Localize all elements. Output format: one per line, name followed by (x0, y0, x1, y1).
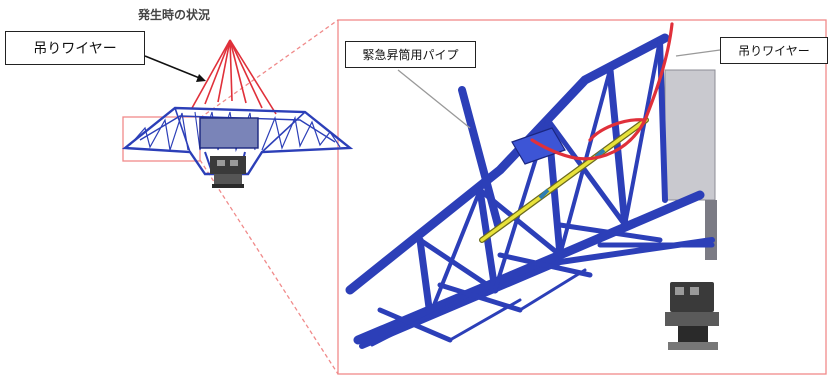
detail-equipment (665, 282, 719, 350)
detail-frame (337, 19, 827, 375)
overview-equipment (210, 156, 246, 188)
wire-left-label: 吊りワイヤー (5, 31, 145, 65)
detail-truss (345, 33, 715, 349)
wire-right-label: 吊りワイヤー (720, 37, 828, 64)
figure-title: 発生時の状況 (138, 8, 211, 22)
detail-plate (511, 127, 566, 165)
overview-hoist-wires (191, 39, 277, 115)
wire-left-leader (144, 55, 206, 82)
pipe-label: 緊急昇筒用パイプ (345, 41, 476, 68)
label-leaders (397, 49, 721, 129)
detail-side-wall (664, 69, 717, 260)
zoom-connector-lines (199, 19, 339, 375)
detail-hoist-wire (530, 22, 674, 161)
detail-emergency-pipe (479, 117, 649, 243)
